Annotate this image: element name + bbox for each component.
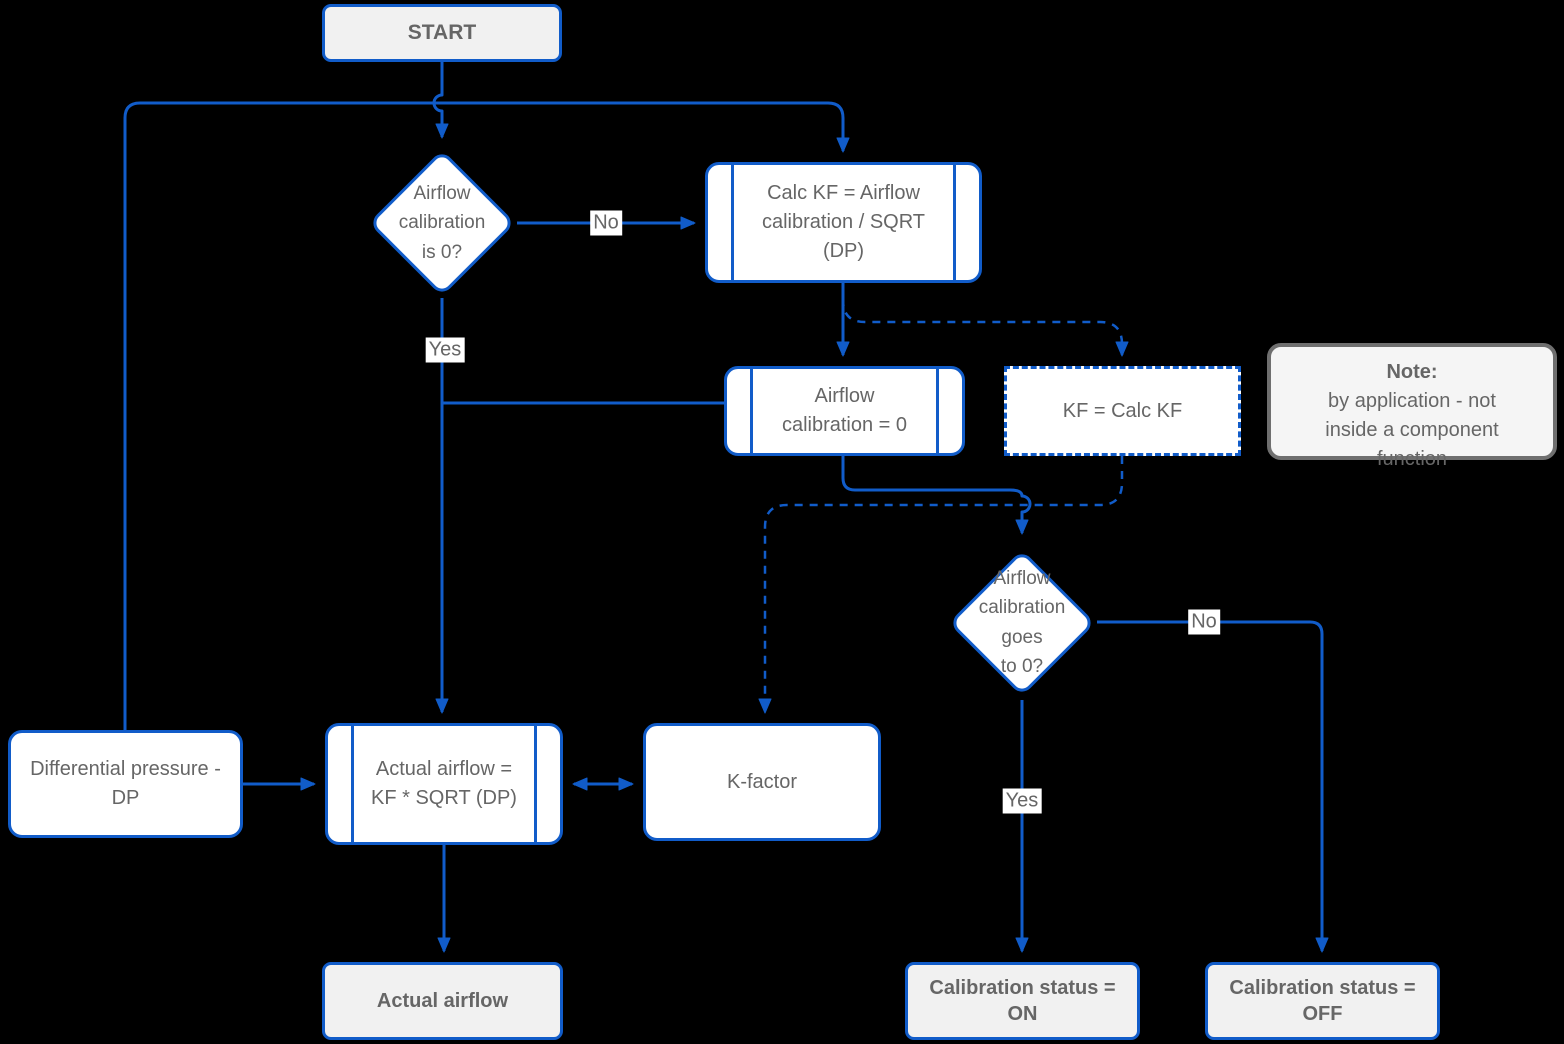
actual-airflow-calc-label: Actual airflow = KF * SQRT (DP) <box>371 758 517 809</box>
subprocess-bar <box>953 165 956 280</box>
calc-kf-subprocess[interactable]: Calc KF = Airflow calibration / SQRT (DP… <box>705 162 982 283</box>
subprocess-bar <box>731 165 734 280</box>
actual-airflow-calc-subprocess[interactable]: Actual airflow = KF * SQRT (DP) <box>325 723 563 845</box>
start-node[interactable]: START <box>322 4 562 62</box>
calibration-status-off-label: Calibration status = OFF <box>1229 977 1416 1025</box>
kf-equals-calc-kf-box[interactable]: KF = Calc KF <box>1004 366 1241 456</box>
subprocess-bar <box>750 369 753 453</box>
edge-dp-loop-to-calckf <box>123 101 850 730</box>
decision2-label: Airflow calibration goes to 0? <box>978 567 1066 677</box>
edge-cal0-to-decision2 <box>841 456 1032 535</box>
edge-decision2-no <box>1097 620 1329 953</box>
start-label: START <box>407 20 477 44</box>
subprocess-bar <box>534 726 537 842</box>
calibration-status-on-node[interactable]: Calibration status = ON <box>905 962 1140 1040</box>
edge-label-yes-1: Yes <box>425 337 465 363</box>
k-factor-node[interactable]: K-factor <box>643 723 881 841</box>
differential-pressure-node[interactable]: Differential pressure - DP <box>8 730 243 838</box>
edge-label-yes-2: Yes <box>1002 788 1042 814</box>
edge-kf-to-kfactor <box>758 456 1124 714</box>
note-bold-label: Note: <box>1386 361 1438 383</box>
kf-equals-calc-kf-label: KF = Calc KF <box>1062 399 1183 422</box>
calibration-status-on-label: Calibration status = ON <box>929 977 1116 1025</box>
subprocess-bar <box>351 726 354 842</box>
edge-start-to-decision1 <box>432 62 449 139</box>
edge-label-no-1: No <box>590 210 622 236</box>
calibration-status-off-node[interactable]: Calibration status = OFF <box>1205 962 1440 1040</box>
calc-kf-label: Calc KF = Airflow calibration / SQRT (DP… <box>761 182 926 262</box>
decision-airflow-calibration-is-0[interactable]: Airflow calibration is 0? <box>367 148 517 298</box>
note-box: Note: by application - not inside a comp… <box>1267 343 1557 470</box>
actual-airflow-result-label: Actual airflow <box>376 989 509 1012</box>
subprocess-bar <box>936 369 939 453</box>
edge-calckf-to-kf <box>841 283 1129 357</box>
decision1-label: Airflow calibration is 0? <box>398 182 486 263</box>
airflow-calibration-0-label: Airflow calibration = 0 <box>781 385 908 436</box>
differential-pressure-label: Differential pressure - DP <box>30 758 221 809</box>
note-text: by application - not inside a component … <box>1325 390 1499 470</box>
edge-label-no-2: No <box>1188 609 1220 635</box>
k-factor-label: K-factor <box>726 770 798 793</box>
actual-airflow-result-node[interactable]: Actual airflow <box>322 962 563 1040</box>
airflow-calibration-0-subprocess[interactable]: Airflow calibration = 0 <box>724 366 965 456</box>
decision-airflow-calibration-goes-to-0[interactable]: Airflow calibration goes to 0? <box>947 545 1097 700</box>
